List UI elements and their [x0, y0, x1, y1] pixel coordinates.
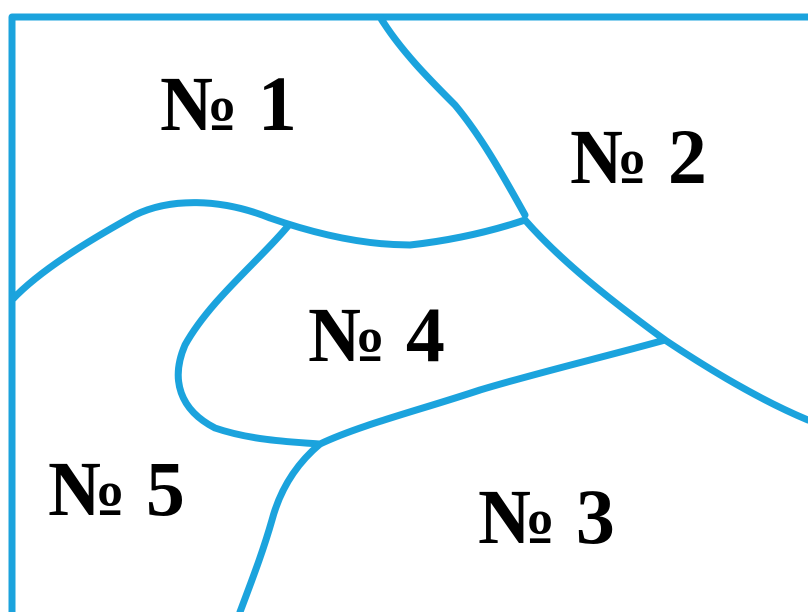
region-label-3: № 3: [478, 473, 615, 560]
boundary-1-2: [376, 13, 529, 219]
boundary-1-lower: [8, 199, 529, 304]
outer-frame: [8, 13, 808, 612]
boundary-4-5: [174, 222, 324, 448]
region-label-5: № 5: [48, 445, 185, 532]
region-label-4: № 4: [308, 291, 445, 378]
region-label-2: № 2: [570, 113, 707, 200]
region-label-1: № 1: [160, 60, 297, 147]
boundary-2-lower: [521, 216, 808, 424]
boundary-5-3: [236, 440, 324, 612]
boundary-4-3: [316, 336, 669, 448]
